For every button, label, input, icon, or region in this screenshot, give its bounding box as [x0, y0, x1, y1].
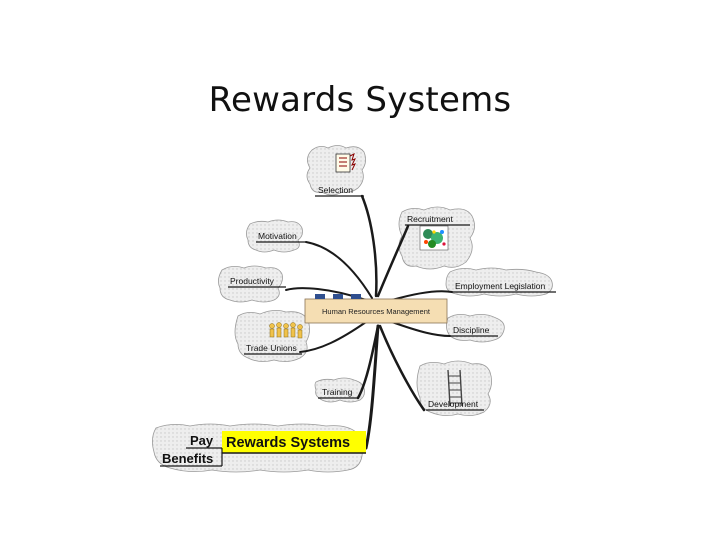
branch-motivation: Motivation: [258, 231, 297, 241]
branch-selection: Selection: [318, 185, 353, 195]
branch-rewards-systems: Rewards Systems: [226, 435, 350, 451]
cloud-discipline: [446, 314, 505, 343]
label-underlines: [160, 195, 556, 467]
branch-recruitment: Recruitment: [407, 214, 453, 224]
cloud-motivation: [246, 219, 303, 253]
cloud-training: [314, 377, 365, 403]
branch-employment-legislation: Employment Legislation: [455, 281, 546, 291]
branch-training: Training: [322, 387, 353, 397]
branch-productivity: Productivity: [230, 276, 275, 286]
center-node-label: Human Resources Management: [322, 307, 431, 316]
branch-discipline: Discipline: [453, 325, 490, 335]
crowd-icon: [269, 322, 303, 339]
document-icon: [335, 153, 356, 173]
cloud-productivity: [218, 265, 283, 303]
sub-branch-benefits: Benefits: [162, 451, 213, 466]
branch-trade-unions: Trade Unions: [246, 343, 297, 353]
connector-motivation: [305, 241, 373, 299]
connectors: [285, 194, 453, 450]
connector-trade-unions: [299, 321, 367, 353]
center-node: Human Resources Management: [304, 294, 448, 324]
center-node-tab: [351, 294, 361, 299]
slide-title: Rewards Systems: [208, 80, 512, 120]
connector-discipline: [391, 321, 451, 337]
center-node-tab: [333, 294, 343, 299]
branch-development: Development: [428, 399, 479, 409]
center-node-tab: [315, 294, 325, 299]
sub-branch-pay: Pay: [190, 433, 214, 448]
rewards-systems-node: Rewards Systems Pay Benefits: [162, 431, 366, 466]
connector-employment-legislation: [391, 290, 453, 301]
connector-selection: [360, 194, 378, 298]
connector-rewards: [364, 324, 380, 450]
center-node-box: [304, 298, 448, 324]
connector-recruitment: [376, 224, 410, 298]
rewards-highlight: [222, 431, 366, 453]
branch-labels: Selection Recruitment Motivation Product…: [230, 185, 546, 409]
world-map-icon: [419, 225, 449, 251]
connector-development: [378, 324, 426, 412]
ladder-icon: [447, 369, 463, 407]
